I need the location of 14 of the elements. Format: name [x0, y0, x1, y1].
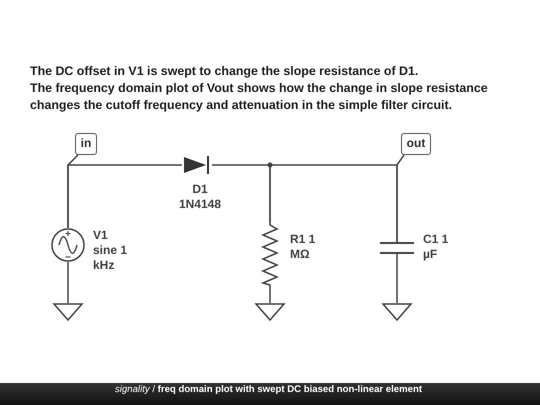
footer-caption: signality / freq domain plot with swept DC biased non-linear element — [115, 384, 422, 396]
port-label: out — [401, 133, 431, 155]
component-label: C1 1 µF — [423, 232, 450, 262]
wire — [67, 262, 69, 303]
component-label: V1 sine 1 kHz — [93, 228, 128, 273]
component-label: R1 1 MΩ — [290, 232, 316, 262]
heading: The DC offset in V1 is swept to change the slope resistance of D1. — [30, 63, 420, 80]
component-label: D1 1N4148 — [178, 182, 222, 212]
port-wire — [396, 154, 405, 242]
port-wire — [67, 154, 79, 228]
wire — [269, 288, 271, 303]
wire — [396, 254, 398, 303]
description-text: The frequency domain plot of Vout shows how the change in slope resistance changes the cutoff frequency and attenuation in the simple filter circuit. — [30, 80, 489, 114]
port-label: in — [75, 133, 97, 155]
